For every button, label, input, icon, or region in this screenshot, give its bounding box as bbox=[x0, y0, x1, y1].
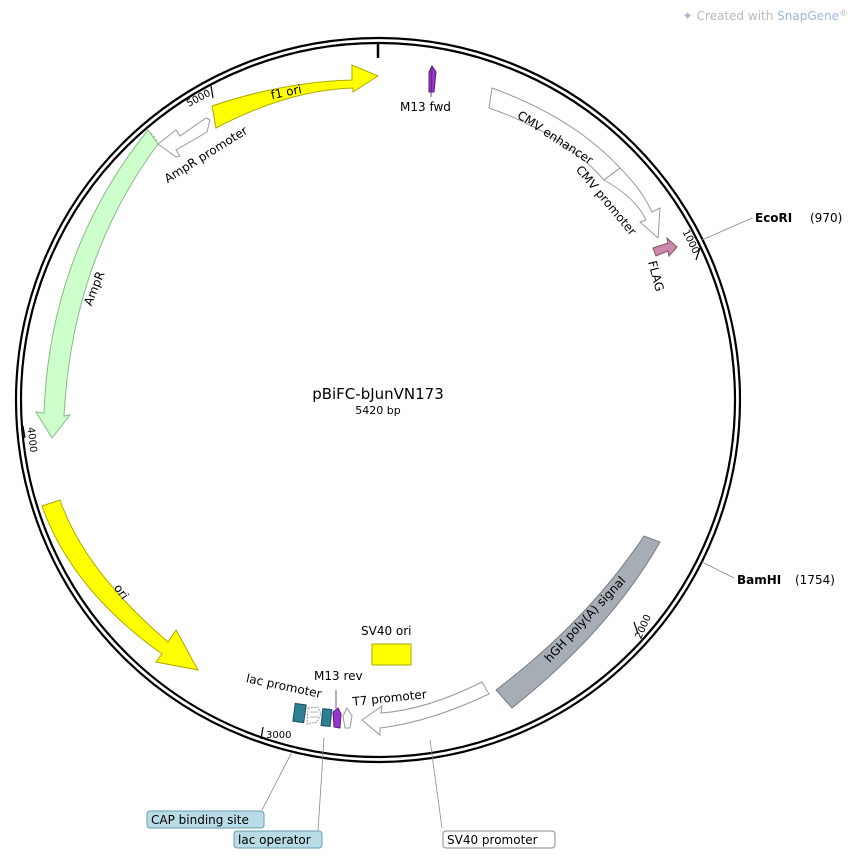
callout-label-sv40-promoter: SV40 promoter bbox=[447, 833, 538, 847]
snapgene-credit: ✦ Created with SnapGene® bbox=[683, 9, 848, 23]
credit-reg: ® bbox=[839, 9, 848, 19]
feature-f1-ori[interactable]: f1 ori bbox=[211, 64, 380, 129]
feature-ampr-promoter[interactable]: AmpR promoter bbox=[147, 117, 250, 186]
feature-label-m13-rev: M13 rev bbox=[314, 669, 363, 683]
feature-ori[interactable]: ori bbox=[41, 499, 199, 671]
feature-m13-fwd[interactable]: M13 fwd bbox=[400, 65, 451, 114]
site-name-ecori: EcoRI bbox=[755, 211, 792, 225]
callout-cap-binding-site[interactable]: CAP binding site bbox=[146, 751, 293, 829]
feature-cap-binding-site[interactable] bbox=[292, 702, 307, 724]
site-name-bamhi: BamHI bbox=[737, 573, 781, 587]
callout-lac-operator[interactable]: lac operator bbox=[233, 737, 325, 849]
site-pos-ecori: (970) bbox=[810, 211, 842, 225]
feature-lac-operator[interactable] bbox=[320, 708, 333, 728]
feature-m13-rev[interactable]: M13 rev bbox=[314, 669, 363, 729]
snapgene-logo-icon: ✦ bbox=[682, 9, 693, 23]
backbone-inner-strand bbox=[19, 41, 737, 759]
feature-lac-promoter[interactable]: lac promoter bbox=[245, 671, 323, 725]
feature-flag[interactable]: FLAG bbox=[645, 236, 678, 293]
callout-label-lac-operator: lac operator bbox=[238, 833, 311, 847]
feature-label-m13-fwd: M13 fwd bbox=[400, 100, 451, 114]
site-pos-bamhi: (1754) bbox=[795, 573, 835, 587]
backbone-outer-strand bbox=[14, 36, 742, 764]
callout-sv40-promoter[interactable]: SV40 promoter bbox=[442, 830, 556, 849]
plasmid-name: pBiFC-bJunVN173 bbox=[312, 385, 444, 403]
tick-4000: 4000 bbox=[22, 425, 39, 453]
tick-5000: 5000 bbox=[185, 85, 214, 110]
credit-brand: SnapGene bbox=[777, 9, 839, 23]
feature-sv40-promoter-label bbox=[429, 739, 443, 829]
feature-label-t7-promoter: T7 promoter bbox=[351, 687, 428, 709]
feature-hgh-polya-signal[interactable]: hGH poly(A) signal bbox=[495, 535, 661, 709]
credit-prefix: Created with bbox=[696, 9, 778, 23]
tick-1000: 1000 bbox=[680, 228, 701, 261]
feature-label-sv40-ori: SV40 ori bbox=[361, 624, 412, 638]
site-bamhi[interactable]: BamHI (1754) bbox=[701, 561, 835, 587]
tick-3000: 3000 bbox=[260, 726, 291, 741]
feature-cmv-promoter[interactable]: CMV promoter bbox=[573, 163, 661, 240]
feature-t7-promoter[interactable]: T7 promoter bbox=[351, 681, 490, 737]
plasmid-size: 5420 bp bbox=[355, 404, 400, 417]
feature-label-lac-promoter: lac promoter bbox=[245, 671, 323, 701]
feature-label-hgh-polya-signal: hGH poly(A) signal bbox=[542, 574, 629, 665]
tick-label-4000: 4000 bbox=[25, 427, 39, 453]
feature-label-flag: FLAG bbox=[645, 259, 667, 293]
feature-cmv-enhancer[interactable]: CMV enhancer bbox=[488, 87, 621, 181]
callout-label-cap-binding-site: CAP binding site bbox=[151, 813, 249, 827]
site-ecori[interactable]: EcoRI (970) bbox=[701, 211, 842, 241]
feature-t7-small-arrow[interactable] bbox=[342, 706, 353, 729]
feature-label-f1-ori: f1 ori bbox=[269, 82, 303, 102]
feature-ampr[interactable]: AmpR bbox=[35, 129, 159, 439]
tick-label-3000: 3000 bbox=[266, 730, 291, 741]
feature-sv40-ori[interactable]: SV40 ori bbox=[361, 624, 412, 666]
